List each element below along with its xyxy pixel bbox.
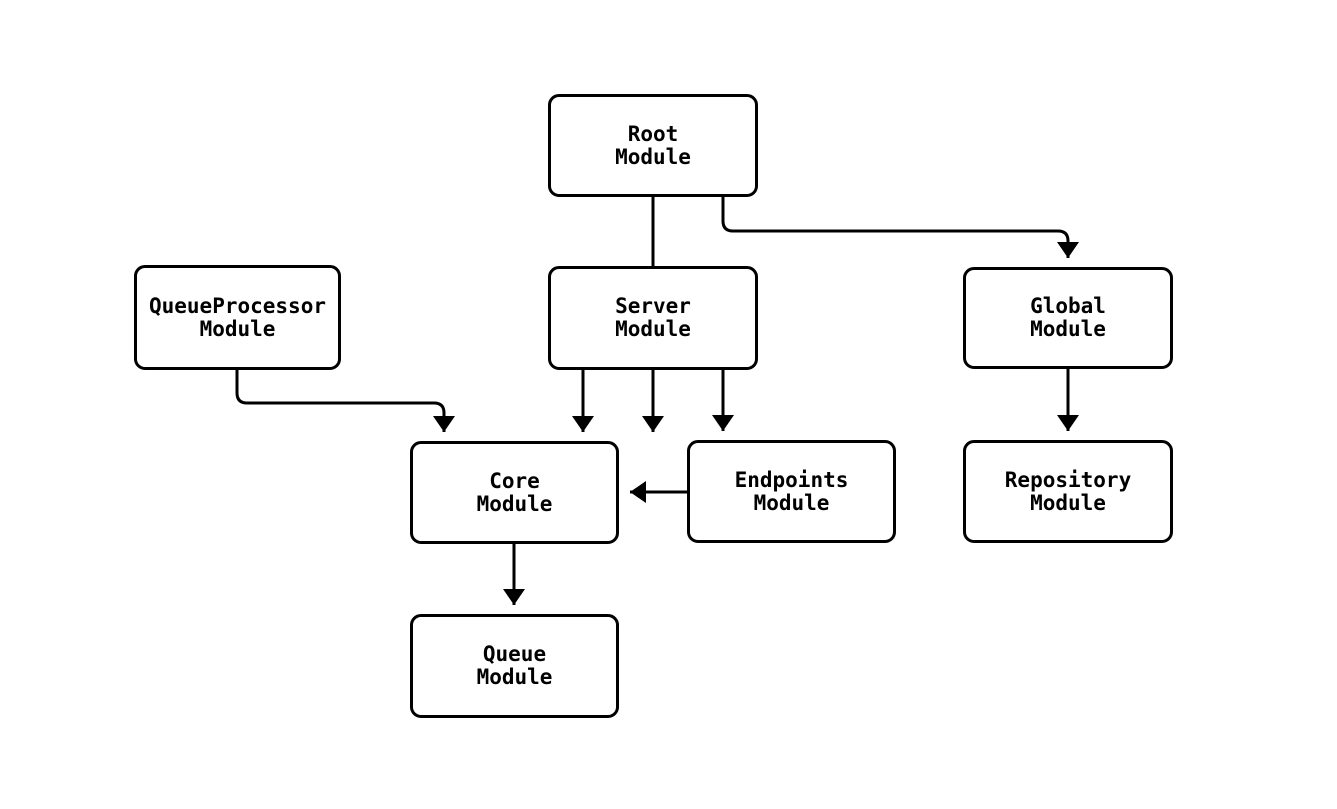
edge-root-global	[721, 197, 1070, 258]
arrowhead-icon	[1057, 242, 1079, 258]
arrowhead-icon	[712, 415, 734, 431]
node-label: Server Module	[615, 294, 691, 341]
node-label: QueueProcessor Module	[148, 293, 326, 341]
node-endpoints-module[interactable]: Endpoints Module	[687, 440, 896, 543]
node-server-module[interactable]: Server Module	[548, 266, 758, 370]
node-root-module[interactable]: Root Module	[548, 94, 758, 197]
node-queue-module[interactable]: Queue Module	[410, 614, 619, 718]
node-global-module[interactable]: Global Module	[963, 267, 1173, 369]
arrowhead-icon	[1057, 415, 1079, 431]
arrowhead-icon	[503, 589, 525, 605]
arrowhead-icon	[630, 481, 646, 503]
arrowhead-icon	[572, 416, 594, 432]
arrowhead-icon	[433, 416, 455, 432]
node-label: Core Module	[476, 468, 553, 516]
node-label: Endpoints Module	[734, 467, 849, 515]
node-queueprocessor-module[interactable]: QueueProcessor Module	[134, 265, 341, 370]
node-label: Root Module	[615, 121, 691, 169]
node-label: Queue Module	[476, 642, 553, 689]
node-core-module[interactable]: Core Module	[410, 441, 619, 544]
edge-queueprocessor-core	[235, 370, 446, 432]
arrowhead-icon	[642, 416, 664, 432]
node-repository-module[interactable]: Repository Module	[963, 440, 1173, 543]
node-label: Global Module	[1030, 294, 1106, 341]
node-label: Repository Module	[1004, 467, 1132, 515]
